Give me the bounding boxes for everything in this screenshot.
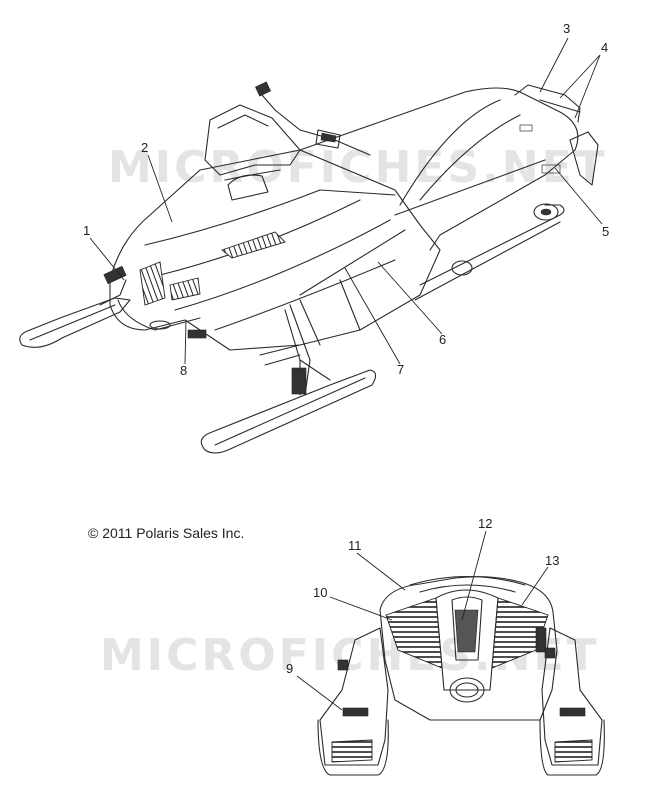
callout-8: 8	[180, 363, 187, 378]
callout-1: 1	[83, 223, 90, 238]
callout-13: 13	[545, 553, 559, 568]
leader-lines-top	[89, 37, 603, 365]
front-view-illustration	[317, 576, 605, 776]
callout-5: 5	[602, 224, 609, 239]
callout-3: 3	[563, 21, 570, 36]
callout-7: 7	[397, 362, 404, 377]
callout-6: 6	[439, 332, 446, 347]
watermark-top: MICROFICHES.NET	[108, 142, 608, 193]
leader-lines-bottom	[296, 530, 549, 711]
callout-11: 11	[348, 538, 362, 553]
callout-9: 9	[286, 661, 293, 676]
callout-2: 2	[141, 140, 148, 155]
callout-4: 4	[601, 40, 608, 55]
callout-12: 12	[478, 516, 492, 531]
snowmobile-illustration	[19, 81, 599, 454]
callout-10: 10	[313, 585, 327, 600]
copyright-notice: © 2011 Polaris Sales Inc.	[88, 525, 245, 541]
